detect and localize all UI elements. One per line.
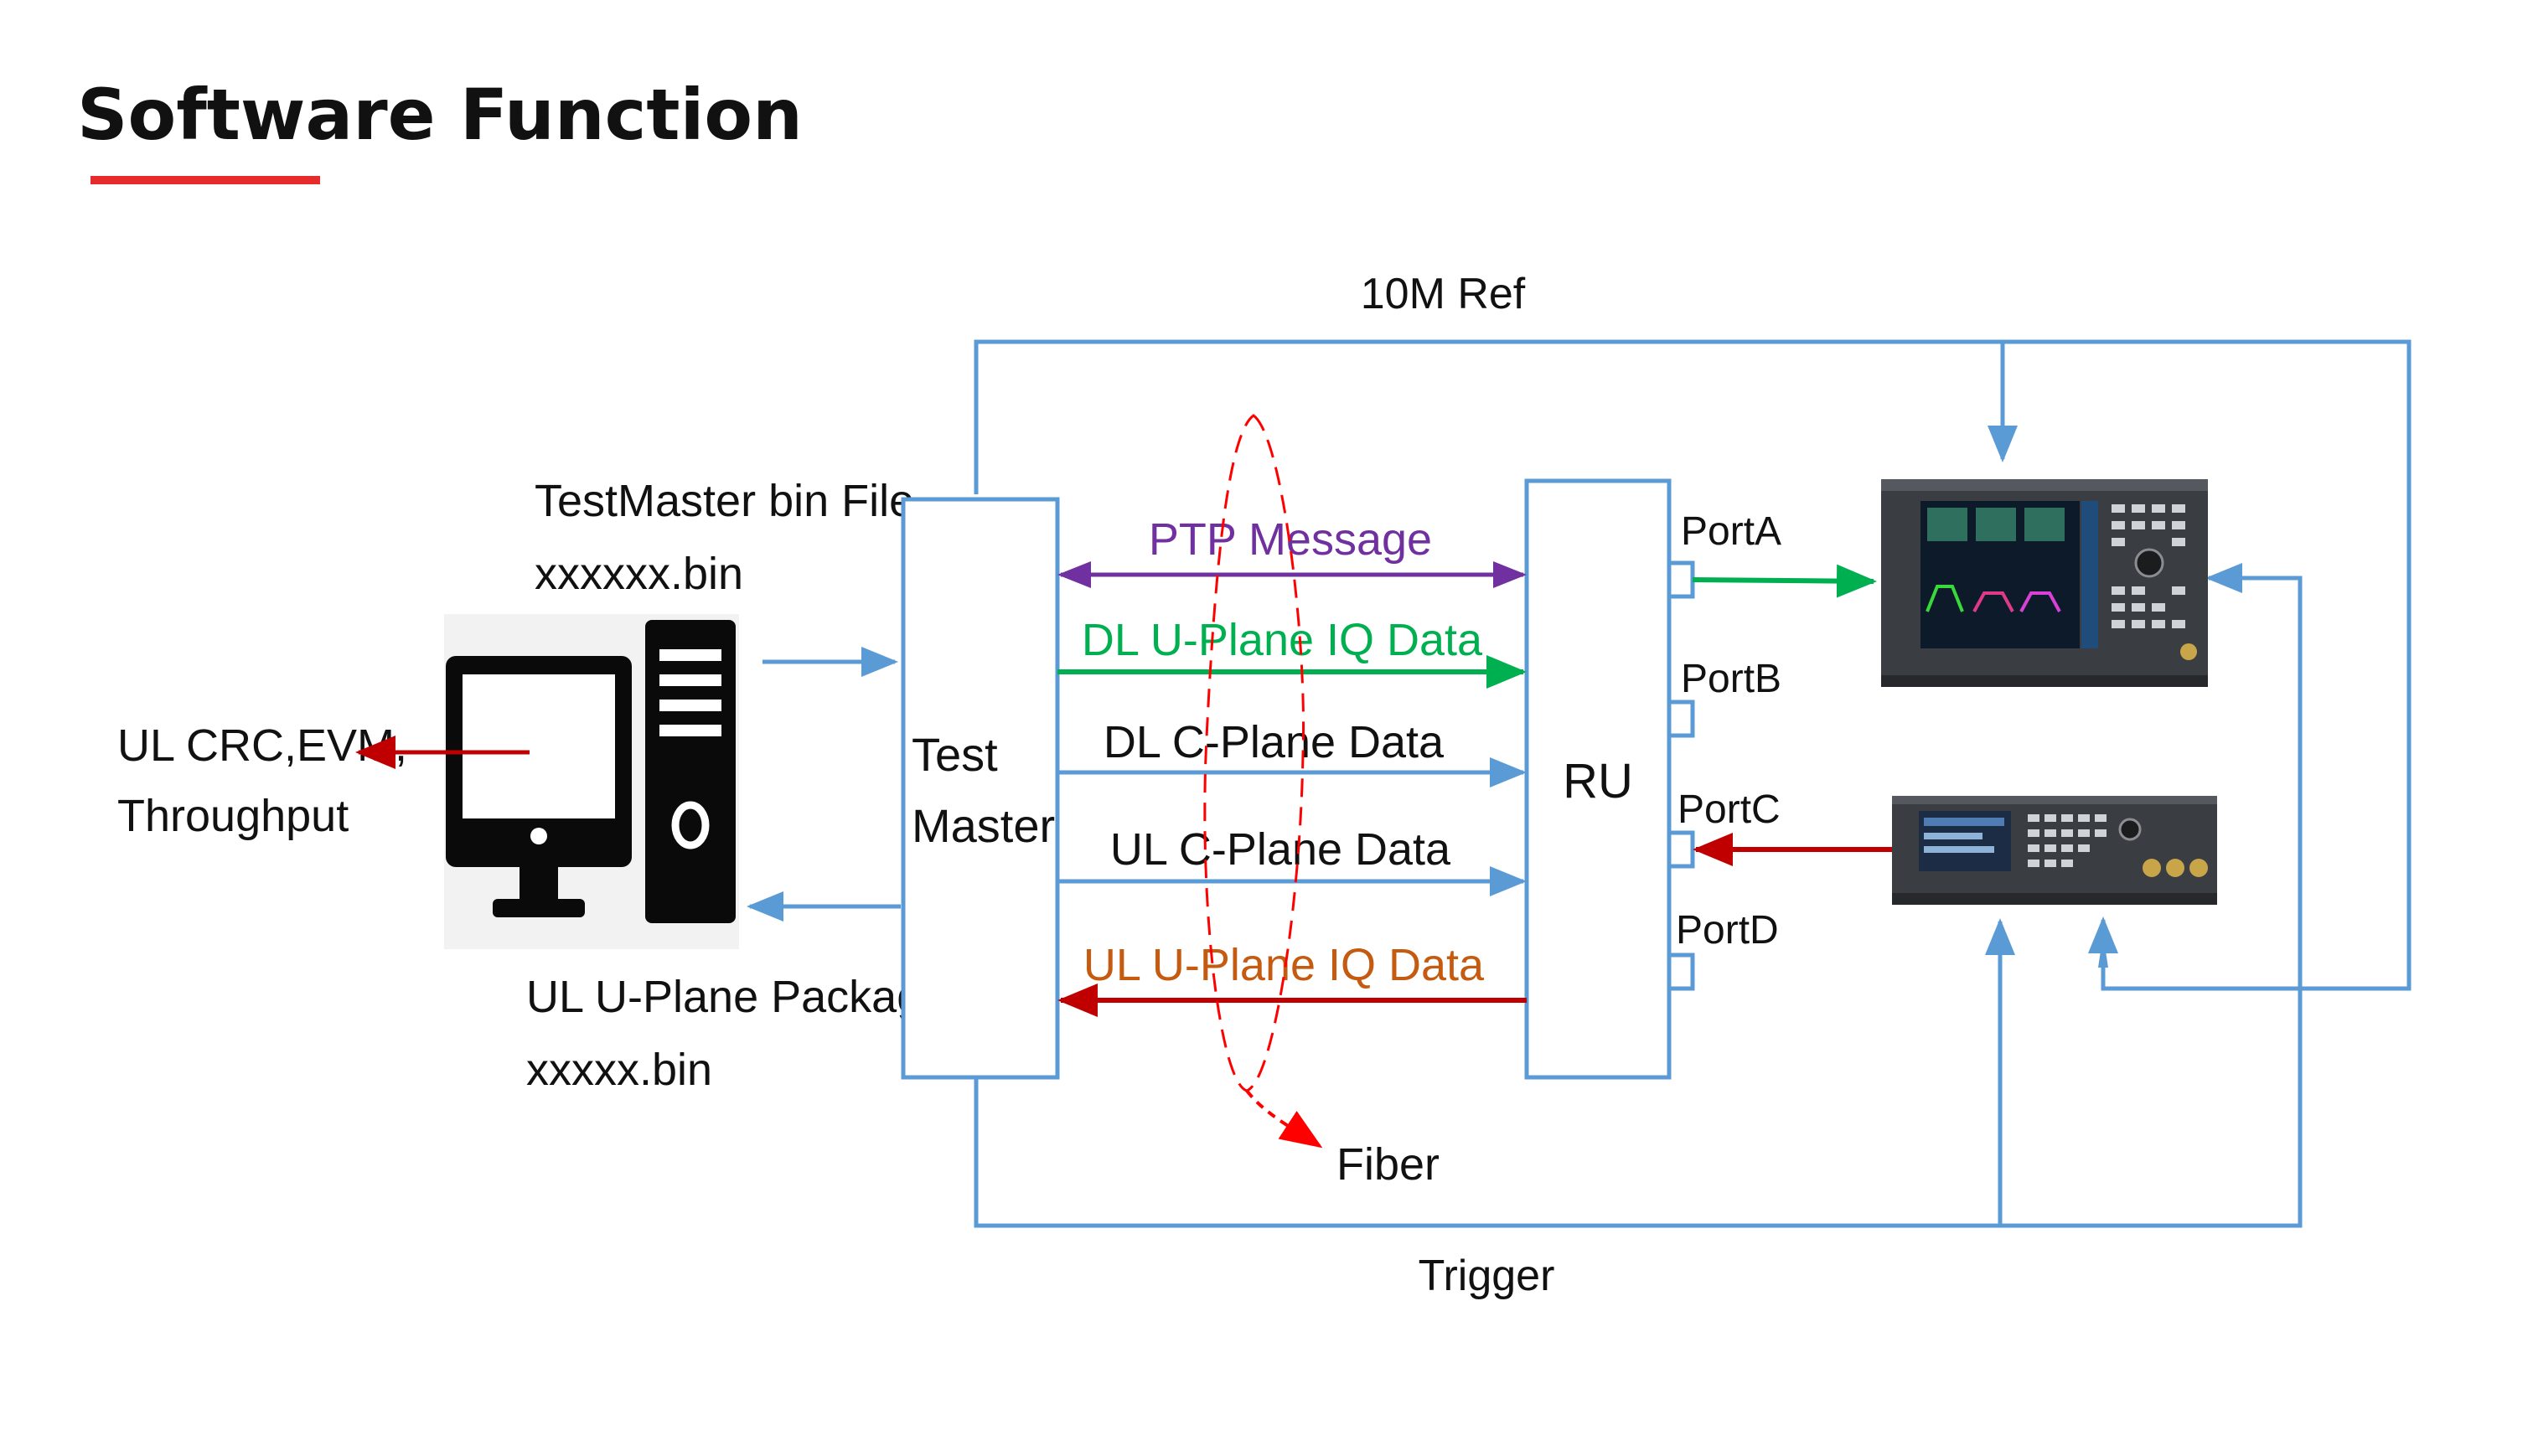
dl-u-plane-label: DL U-Plane IQ Data [1082,615,1483,665]
test-master-label-line1: Test [912,728,998,781]
port-b: PortB [1667,657,1781,738]
signal-generator-icon [1892,796,2217,905]
port-a: PortA [1667,509,1781,599]
output-file-ext: xxxxx.bin [526,1045,712,1095]
page-title: Software Function [77,74,803,156]
input-file-ext: xxxxxx.bin [535,549,743,599]
trigger-label: Trigger [1419,1252,1555,1300]
signal-analyzer-icon [1881,479,2208,687]
svg-text:PortA: PortA [1681,509,1781,554]
fiber-label: Fiber [1336,1139,1440,1190]
ul-u-plane-label: UL U-Plane IQ Data [1083,940,1485,990]
svg-text:PortB: PortB [1681,657,1781,701]
port-d: PortD [1667,908,1779,991]
port-a-to-analyzer-arrow [1692,564,1877,598]
test-master-box [901,497,1060,1080]
trigger-line [974,563,2303,1228]
ul-u-plane-link: UL U-Plane IQ Data [1057,940,1527,1017]
desktop-computer-icon [444,614,739,949]
svg-text:PortD: PortD [1676,908,1779,953]
input-file-name: TestMaster bin File [535,476,914,526]
results-label-line2: Throughput [117,791,349,841]
results-label-line1: UL CRC,EVM, [117,720,407,771]
dl-c-plane-label: DL C-Plane Data [1104,717,1445,767]
ul-c-plane-label: UL C-Plane Data [1110,824,1451,875]
ul-c-plane-link: UL C-Plane Data [1057,824,1527,896]
dl-u-plane-link: DL U-Plane IQ Data [1057,615,1527,689]
dl-c-plane-link: DL C-Plane Data [1057,717,1527,787]
fiber-marker [1203,414,1305,1092]
title-underline [90,176,320,184]
ru-box [1524,478,1672,1080]
fiber-arrow [1245,1089,1323,1149]
port-c: PortC [1667,787,1781,869]
svg-text:PortC: PortC [1677,787,1781,832]
test-master-label-line2: Master [912,799,1055,852]
ref-label: 10M Ref [1361,270,1526,318]
ref-line [974,339,2412,991]
ru-label: RU [1563,754,1633,808]
output-file-name: UL U-Plane Package [526,972,947,1022]
